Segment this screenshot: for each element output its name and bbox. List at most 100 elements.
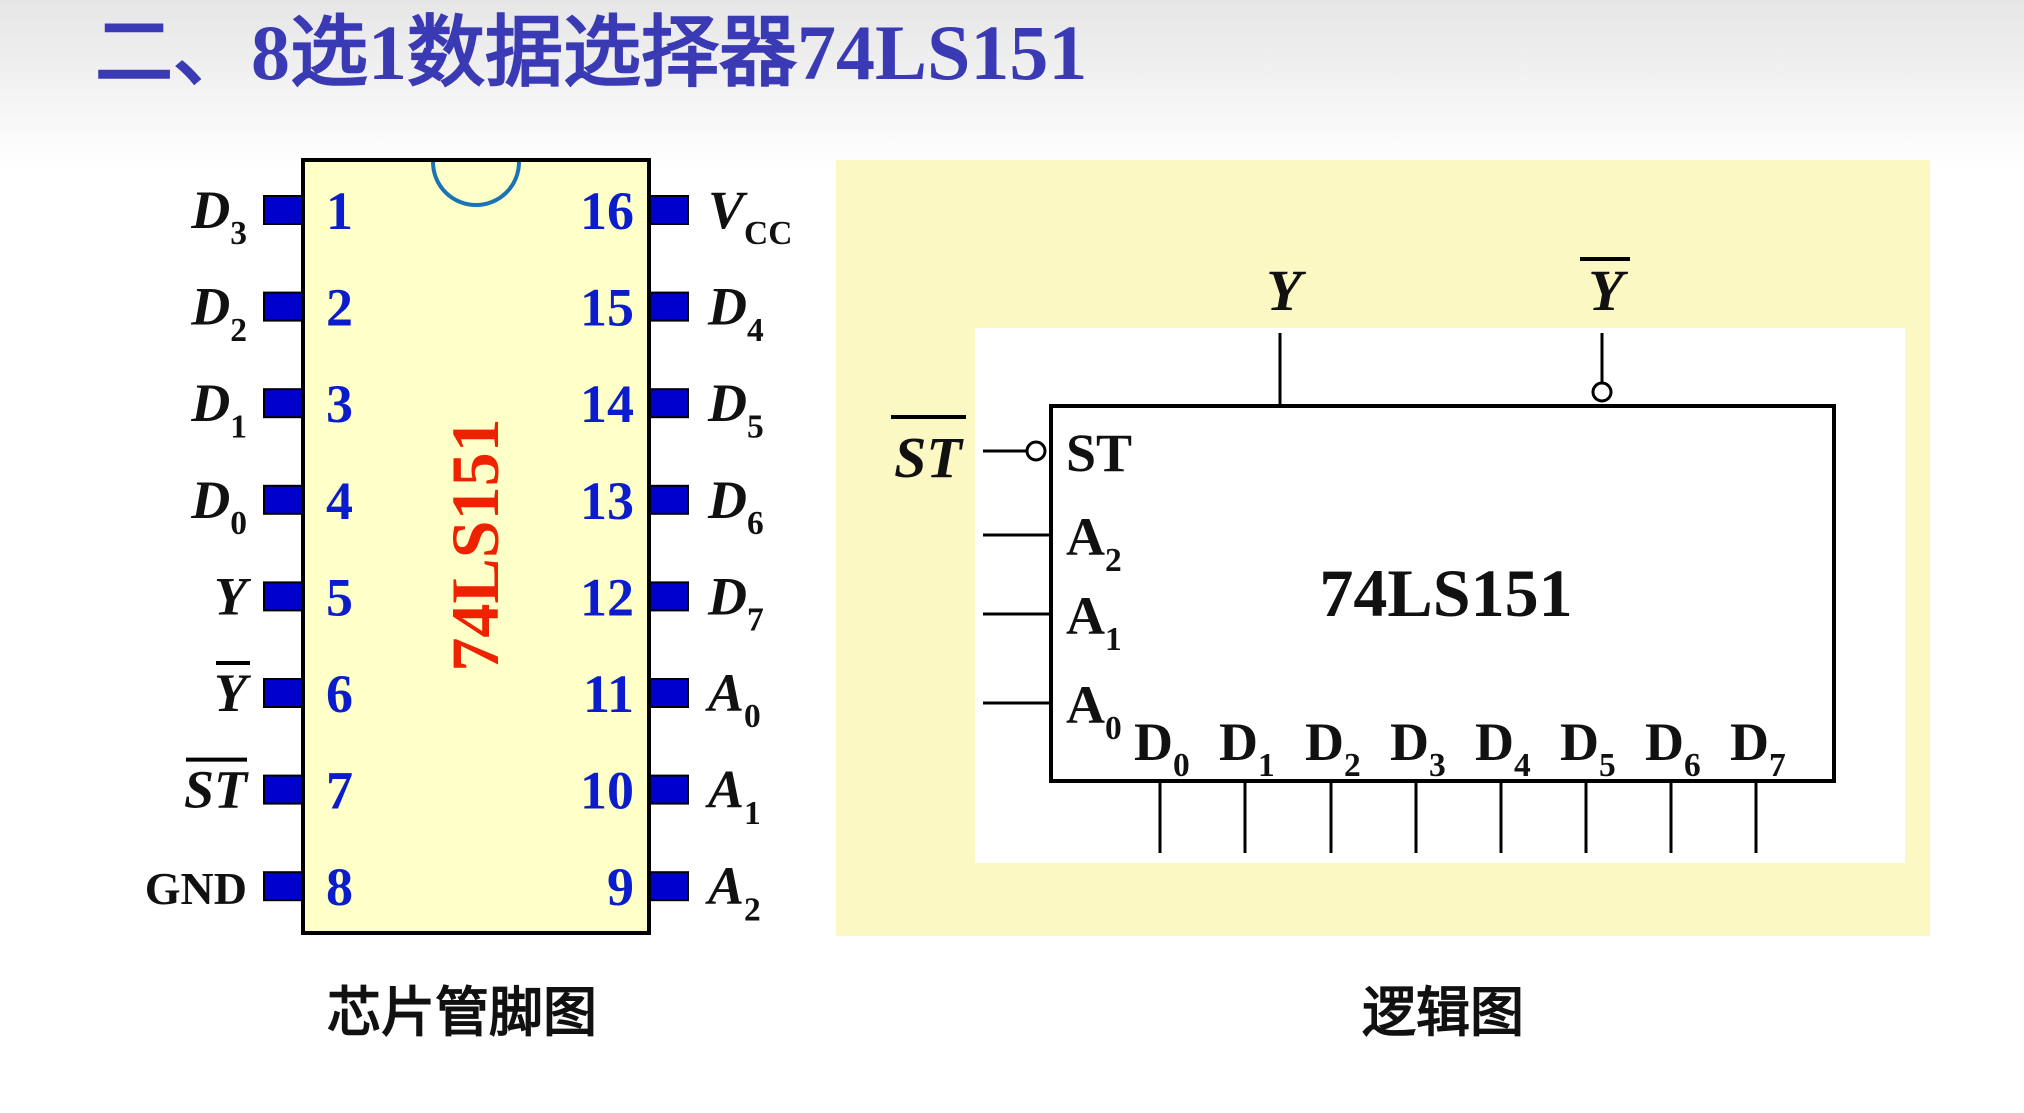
pin-6-number: 6 [326, 664, 353, 724]
logic-data-label-d4-main: D [1475, 712, 1514, 772]
output-inversion-bubble [1591, 381, 1613, 403]
logic-data-label-d3: D3 [1390, 712, 1446, 784]
logic-left-label-a0: A0 [1066, 675, 1122, 747]
logic-caption: 逻辑图 [1362, 981, 1524, 1044]
pin-3-name: D1 [190, 373, 247, 445]
pin-13-name-subscript: 6 [747, 505, 764, 542]
pin-5-name-main: Y [214, 566, 252, 626]
pin-5-lead [263, 581, 303, 612]
logic-data-label-d5-subscript: 5 [1599, 747, 1616, 784]
pin-11-name: A0 [705, 663, 761, 735]
pin-4-name: D0 [190, 470, 247, 542]
pin-11-number: 11 [583, 664, 634, 724]
logic-data-label-d1-main: D [1219, 712, 1258, 772]
pin-8-lead [263, 871, 303, 902]
pin-7-number: 7 [326, 761, 353, 821]
logic-left-label-st: ST [1066, 423, 1132, 483]
pin-13-name-main: D [707, 470, 747, 530]
logic-data-label-d7-main: D [1730, 712, 1769, 772]
pin-14-number: 14 [580, 374, 634, 434]
output-y-label: Y [1266, 258, 1306, 323]
pin-5-number: 5 [326, 567, 353, 627]
pin-12-name-main: D [707, 566, 747, 626]
pinout-caption: 芯片管脚图 [327, 981, 597, 1044]
pin-13-name: D6 [707, 470, 764, 542]
pin-1-lead [263, 195, 303, 225]
output-y-bar-label: Y [1588, 258, 1628, 323]
pin-15-name-main: D [707, 277, 747, 337]
pin-2-lead [263, 291, 303, 322]
st-input-label: ST [894, 425, 964, 490]
logic-left-label-a2: A2 [1066, 507, 1122, 579]
pin-3-name-subscript: 1 [230, 408, 247, 445]
pin-14-name-main: D [707, 373, 747, 433]
logic-data-label-d6-main: D [1645, 712, 1684, 772]
pin-6-lead [263, 678, 303, 708]
pin-9-name-main: A [705, 856, 744, 916]
pin-11-lead [649, 678, 689, 708]
pin-12-name-subscript: 7 [747, 602, 764, 639]
logic-block [1049, 404, 1836, 783]
logic-data-label-d2-subscript: 2 [1344, 747, 1361, 784]
logic-data-label-d0-main: D [1134, 712, 1173, 772]
pin-2-number: 2 [326, 278, 353, 338]
pin-8-name: GND [145, 863, 247, 914]
pin-9-name-subscript: 2 [744, 891, 761, 928]
pin-10-name-subscript: 1 [744, 795, 761, 832]
pin-10-name: A1 [705, 760, 761, 832]
pin-4-name-main: D [190, 470, 230, 530]
logic-data-label-d1: D1 [1219, 712, 1275, 784]
logic-left-label-a2-subscript: 2 [1105, 542, 1122, 579]
pin-3-number: 3 [326, 374, 353, 434]
chip-package [301, 158, 651, 935]
logic-data-label-d2: D2 [1305, 712, 1361, 784]
pin-2-name-main: D [190, 277, 230, 337]
pin-14-name-subscript: 5 [747, 408, 764, 445]
pin-10-name-main: A [705, 760, 744, 820]
pin-13-number: 13 [580, 471, 634, 531]
pin-7-name: ST [184, 760, 249, 820]
pin-13-lead [649, 484, 689, 515]
pin-15-name-subscript: 4 [747, 312, 764, 349]
pin-16-number: 16 [580, 181, 634, 241]
logic-data-label-d2-main: D [1305, 712, 1344, 772]
pin-2-name-subscript: 2 [230, 312, 247, 349]
pin-9-lead [649, 871, 689, 902]
pinout-chip-label: 74LS151 [437, 418, 513, 671]
pin-15-name: D4 [707, 277, 764, 349]
logic-data-label-d4-subscript: 4 [1514, 747, 1531, 784]
pin-4-lead [263, 484, 303, 515]
logic-left-label-a2-main: A [1066, 507, 1105, 567]
logic-chip-label: 74LS151 [1319, 555, 1572, 631]
pin-12-number: 12 [580, 567, 634, 627]
logic-left-label-st-main: ST [1066, 423, 1132, 483]
logic-data-label-d0-subscript: 0 [1173, 747, 1190, 784]
pin-8-number: 8 [326, 857, 353, 917]
pin-8-name-main: GND [145, 863, 247, 914]
logic-data-label-d3-main: D [1390, 712, 1429, 772]
pin-16-name-subscript: CC [744, 215, 792, 252]
st-inversion-bubble [1025, 440, 1047, 462]
pin-1-name-subscript: 3 [230, 215, 247, 252]
logic-data-label-d3-subscript: 3 [1429, 747, 1446, 784]
logic-data-label-d4: D4 [1475, 712, 1531, 784]
pin-1-name: D3 [190, 180, 247, 252]
pin-11-name-main: A [705, 663, 744, 723]
pin-4-number: 4 [326, 471, 353, 531]
pin-15-number: 15 [580, 278, 634, 338]
logic-left-label-a1-main: A [1066, 586, 1105, 646]
pin-12-lead [649, 581, 689, 612]
pin-16-name-main: V [708, 180, 748, 240]
logic-left-label-a1: A1 [1066, 586, 1122, 658]
pin-4-name-subscript: 0 [230, 505, 247, 542]
logic-data-label-d7-subscript: 7 [1769, 747, 1786, 784]
logic-data-label-d5-main: D [1560, 712, 1599, 772]
pin-2-name: D2 [190, 277, 247, 349]
pin-16-name: VCC [708, 180, 792, 252]
